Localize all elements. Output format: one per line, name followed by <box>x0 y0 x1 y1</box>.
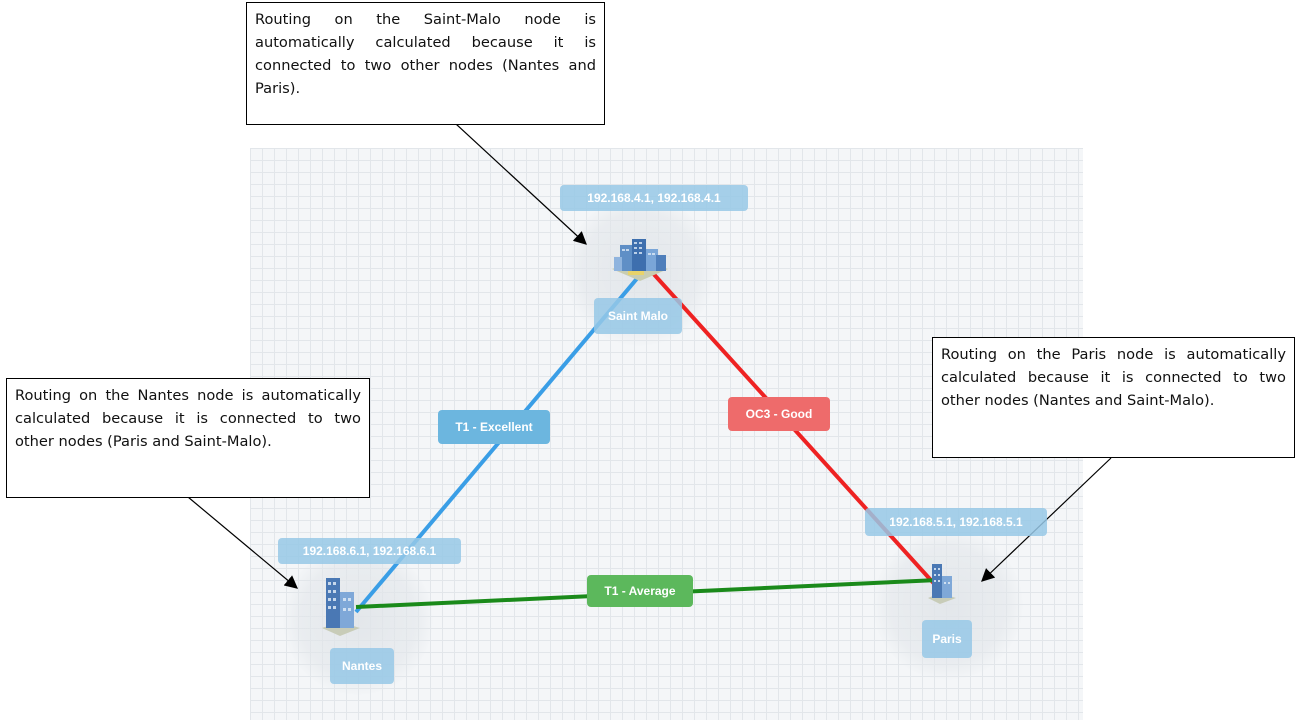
link-label-saint-malo-paris[interactable]: OC3 - Good <box>728 397 830 431</box>
callout-arrow-saint-malo <box>455 123 587 245</box>
saint-malo-node-label[interactable]: Saint Malo <box>594 298 682 334</box>
nantes-ip-label: 192.168.6.1, 192.168.6.1 <box>278 538 461 564</box>
saint-malo-ip-label: 192.168.4.1, 192.168.4.1 <box>560 185 748 211</box>
callout-arrow-nantes <box>187 496 299 589</box>
paris-ip-label: 192.168.5.1, 192.168.5.1 <box>865 508 1047 536</box>
office-building-cluster-icon[interactable] <box>608 233 672 285</box>
nantes-node-label[interactable]: Nantes <box>330 648 394 684</box>
office-tower-icon[interactable] <box>320 572 362 638</box>
link-label-nantes-saint-malo[interactable]: T1 - Excellent <box>438 410 550 444</box>
callout-nantes: Routing on the Nantes node is automatica… <box>6 378 370 498</box>
callout-saint-malo: Routing on the Saint-Malo node is automa… <box>246 2 605 125</box>
link-label-nantes-paris[interactable]: T1 - Average <box>587 575 693 607</box>
office-tower-icon[interactable] <box>926 560 958 606</box>
callout-paris: Routing on the Paris node is automatical… <box>932 337 1295 458</box>
paris-node-label[interactable]: Paris <box>922 620 972 658</box>
